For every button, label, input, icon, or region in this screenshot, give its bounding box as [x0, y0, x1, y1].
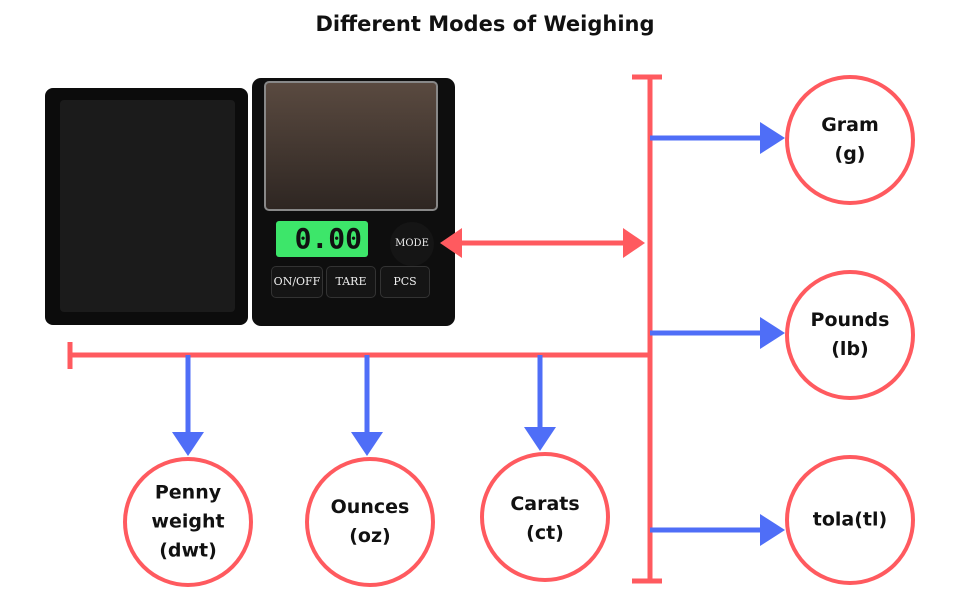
circle-pennyweight [123, 457, 253, 587]
circle-gram [785, 75, 915, 205]
lcd-display [276, 221, 368, 257]
mode-tola: tola(tl) [812, 508, 888, 531]
arrow-to-pennyweight-icon [172, 432, 204, 456]
mode-pounds: Pounds(lb) [810, 309, 890, 360]
circle-pounds [785, 270, 915, 400]
arrow-to-carats-icon [524, 427, 556, 451]
onoff-button[interactable]: ON/OFF [271, 266, 323, 298]
tare-button[interactable]: TARE [326, 266, 376, 298]
arrow-to-tola-icon [760, 514, 785, 546]
mode-ounces: Ounces(oz) [330, 496, 410, 547]
pcs-button[interactable]: PCS [380, 266, 430, 298]
circle-carats [480, 452, 610, 582]
arrow-to-gram-icon [760, 122, 785, 154]
arrow-to-pounds-icon [760, 317, 785, 349]
circle-ounces [305, 457, 435, 587]
mode-button[interactable]: MODE [390, 222, 434, 266]
circle-tola [785, 455, 915, 585]
arrow-to-ounces-icon [351, 432, 383, 456]
diagram-title: Different Modes of Weighing [315, 12, 655, 36]
scale-platform [264, 81, 438, 211]
mode-gram: Gram(g) [821, 114, 879, 165]
lcd-readout: 0.00 [294, 222, 362, 255]
mode-carats: Carats(ct) [510, 493, 580, 544]
arrow-right-icon [623, 228, 645, 258]
scale-image [45, 78, 455, 326]
arrow-left-icon [440, 228, 462, 258]
